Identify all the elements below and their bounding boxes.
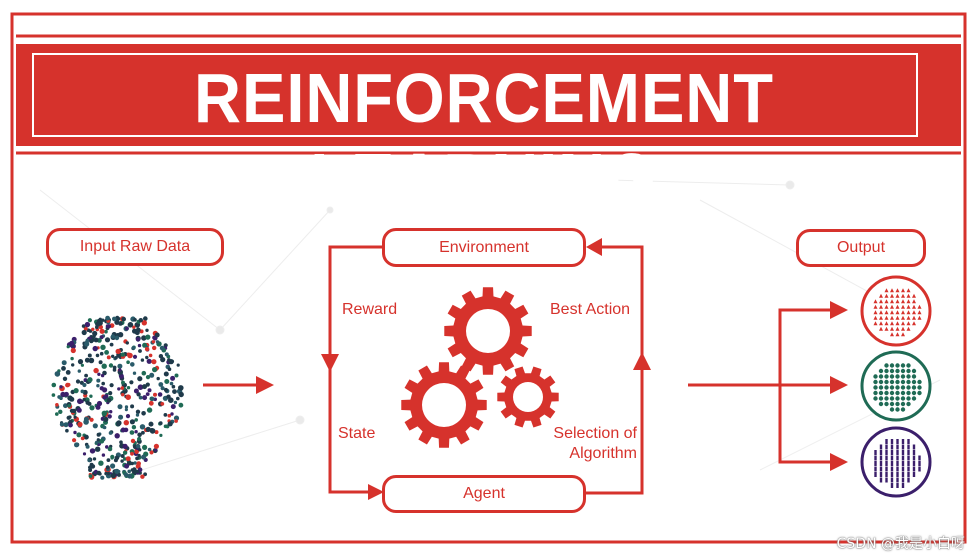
agent-node: Agent <box>382 475 586 513</box>
selection-label-line2: Algorithm <box>569 445 637 462</box>
purple-cluster-icon <box>860 426 932 498</box>
output-arrows <box>688 308 835 464</box>
page-title: REINFORCEMENT LEARNING <box>194 59 774 217</box>
state-label: State <box>338 425 376 442</box>
green-cluster-icon <box>860 350 932 422</box>
best-action-label: Best Action <box>550 301 631 318</box>
scatter-data-icon <box>51 315 184 480</box>
selection-of-algorithm-label: Selection of Algorithm <box>553 424 637 464</box>
gear-icon <box>497 366 559 428</box>
gear-icon <box>401 362 487 448</box>
input-raw-data-label: Input Raw Data <box>46 228 224 266</box>
loop-arrowheads <box>321 238 651 500</box>
output-label: Output <box>796 229 926 267</box>
reward-label: Reward <box>342 301 398 318</box>
gear-icon <box>444 287 532 375</box>
output-arrowheads <box>830 301 848 471</box>
title-banner <box>16 44 961 146</box>
environment-node: Environment <box>382 228 586 267</box>
input-arrow <box>203 376 274 394</box>
selection-label-line1: Selection of <box>553 425 637 442</box>
watermark: CSDN @我是小白呀 <box>836 536 965 552</box>
title-banner-inner-border <box>32 53 918 137</box>
red-cluster-icon <box>860 275 932 347</box>
outer-border <box>10 12 967 544</box>
